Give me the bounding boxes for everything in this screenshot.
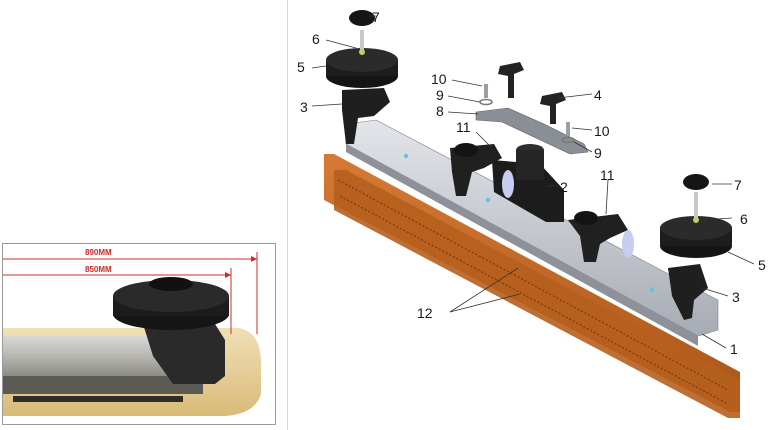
arrow-inner [225, 272, 231, 278]
rubber-blades [324, 154, 740, 418]
washer-right [561, 136, 575, 144]
clamp-knob-right [574, 211, 598, 225]
caster-right [622, 230, 634, 258]
bracket-photo [143, 324, 225, 384]
leader-6a [325, 39, 357, 49]
end-bracket-right [668, 264, 708, 320]
leader-9b [573, 141, 593, 153]
panel-divider [287, 0, 288, 430]
dimension-label-inner: 850MM [85, 265, 112, 274]
leader-11b [605, 179, 609, 215]
wing-nut-left [498, 62, 524, 98]
callout-2: 2 [560, 179, 568, 195]
hose-connector-assembly [450, 143, 634, 262]
leader-10b [571, 127, 593, 131]
callout-5-right: 5 [758, 257, 766, 273]
callout-9-right: 9 [594, 145, 602, 161]
leader-4 [557, 93, 593, 99]
bolt-left [484, 84, 488, 98]
frame-hole [403, 153, 409, 159]
callout-5-left: 5 [297, 59, 305, 75]
wheel-right-top [660, 216, 732, 240]
leader-9a [447, 95, 481, 103]
wheel-top [113, 280, 229, 312]
caster-left [502, 170, 514, 198]
callout-4: 4 [594, 87, 602, 103]
callout-3-left: 3 [300, 99, 308, 115]
leader-8 [447, 111, 479, 115]
callout-3-right: 3 [732, 289, 740, 305]
leader-lines [311, 15, 755, 349]
leader-6b [701, 217, 733, 221]
frame-hole [485, 197, 491, 203]
callout-9-left: 9 [436, 87, 444, 103]
dimension-photo-inset: 890MM 850MM [2, 243, 276, 425]
wheel-left-top [326, 48, 398, 72]
strip-teeth [13, 396, 183, 402]
clamp-knob-left [454, 143, 478, 157]
stud-nut-left [359, 49, 365, 55]
leader-10a [451, 79, 483, 87]
leader-5b [727, 251, 755, 265]
washer-left [479, 98, 493, 106]
wheel-assembly-right [660, 174, 732, 258]
callout-10-left: 10 [431, 71, 447, 87]
callout-8: 8 [436, 103, 444, 119]
rubber-blade-front [334, 170, 740, 418]
frame-underside [346, 144, 698, 346]
callout-7-left: 7 [372, 9, 380, 25]
blade-slots-lower [339, 195, 729, 405]
assembly-drawing: 7 6 5 3 10 9 8 4 10 9 11 2 11 7 6 5 3 1 … [297, 9, 766, 418]
stud-nut-right [693, 217, 699, 223]
stud-left [360, 30, 364, 52]
leader-3b [701, 287, 729, 297]
callout-11-right: 11 [600, 167, 615, 183]
leader-12a [449, 267, 519, 313]
leader-11a [475, 131, 493, 149]
callout-6-right: 6 [740, 211, 748, 227]
exploded-assembly-diagram: 7 6 5 3 10 9 8 4 10 9 11 2 11 7 6 5 3 1 … [288, 0, 783, 430]
bolt-right [566, 122, 570, 136]
callout-1: 1 [730, 341, 738, 357]
callout-10-right: 10 [594, 123, 610, 139]
hose-inlet-body [516, 150, 544, 180]
knob-photo [149, 277, 193, 291]
beam-underside [3, 376, 203, 394]
callout-12: 12 [417, 305, 433, 321]
clamp-left [450, 144, 502, 196]
frame-hole [649, 287, 655, 293]
leader-5a [311, 65, 327, 69]
leader-3a [311, 103, 343, 107]
clamp-right [568, 214, 628, 262]
wing-nut-right [540, 92, 566, 124]
knob-left [349, 10, 375, 26]
callout-6-left: 6 [312, 31, 320, 47]
callout-11-left: 11 [456, 119, 471, 135]
wheel-assembly-left [326, 10, 398, 88]
inset-photo: 890MM 850MM [3, 248, 261, 416]
callout-7-right: 7 [734, 177, 742, 193]
dimension-label-outer: 890MM [85, 248, 112, 257]
stud-right [694, 192, 698, 220]
mounting-plate [475, 107, 589, 155]
leader-12b [449, 293, 521, 313]
end-bracket-left [342, 88, 390, 144]
knob-right [683, 174, 709, 190]
leader-1 [701, 333, 727, 349]
arrow-outer [251, 256, 257, 262]
blade-slots [337, 179, 729, 391]
